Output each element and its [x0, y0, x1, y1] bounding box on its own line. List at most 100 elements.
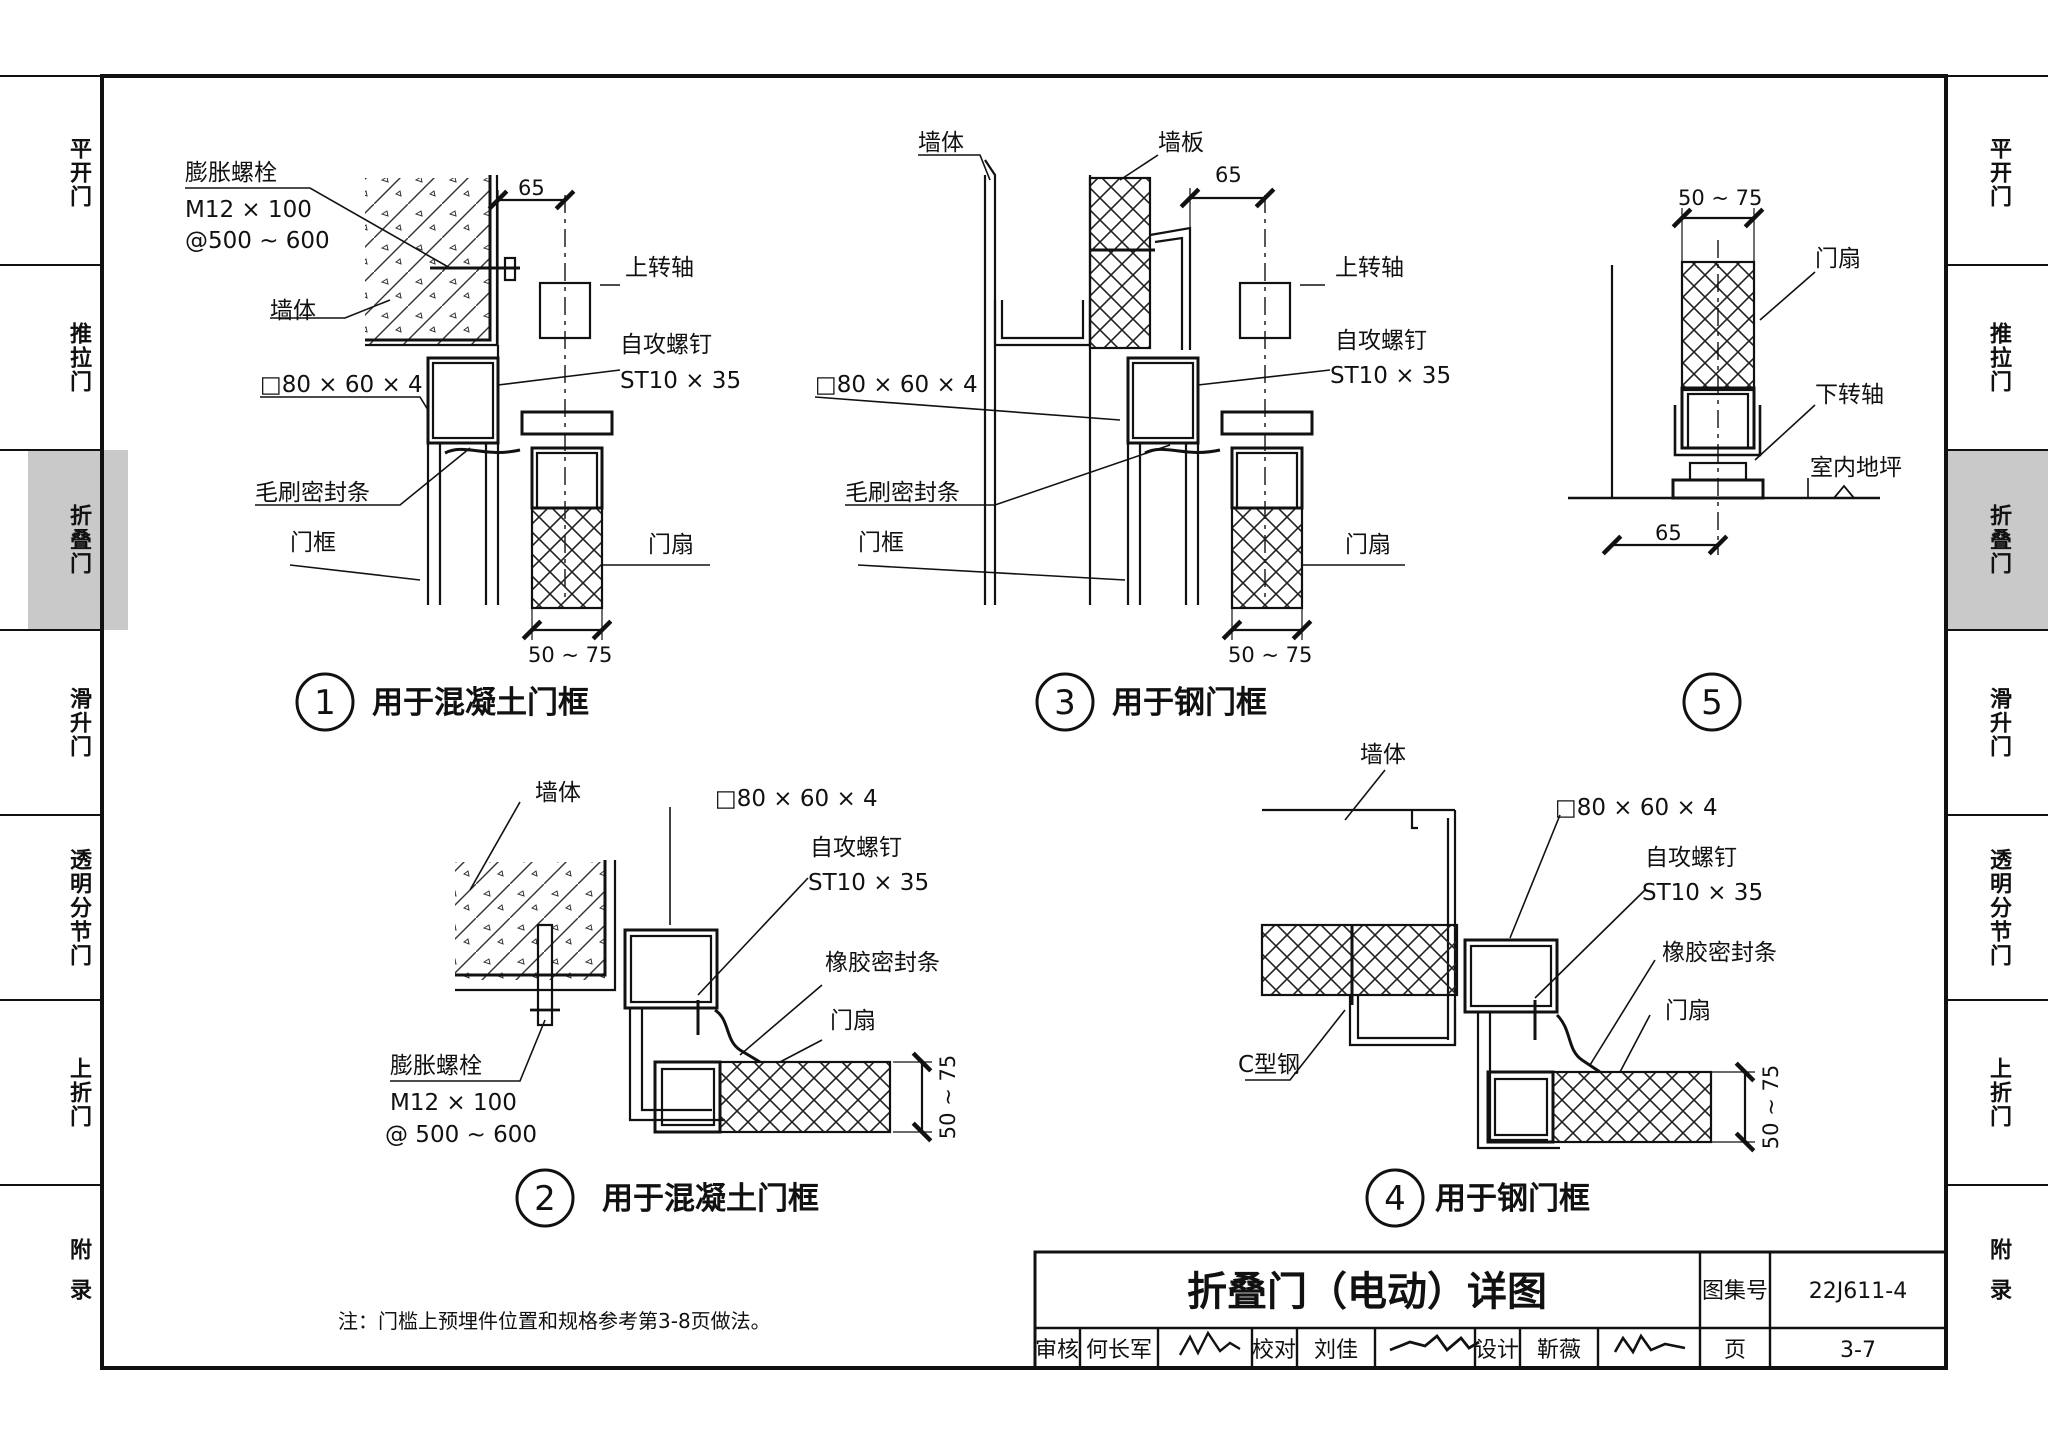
checker-signature [1389, 1333, 1480, 1353]
title-block-text: 折叠门（电动）详图 图集号 22J611-4 审核 何长军 校对 刘佳 设计 靳… [1035, 1269, 1907, 1363]
d4-caption: 用于钢门框 [1435, 1181, 1590, 1217]
d4-number-circle [1365, 1168, 1425, 1228]
d4-rubber-label: 橡胶密封条 [1662, 940, 1777, 966]
sheet-frame [0, 74, 2048, 1370]
d2-leaf-label: 门扇 [830, 1008, 876, 1034]
d3-leaf-label: 门扇 [1345, 532, 1391, 558]
checker-name: 刘佳 [1314, 1338, 1358, 1363]
designer-name: 靳薇 [1537, 1338, 1581, 1363]
side-tab-left-4[interactable]: 滑升门 [66, 686, 91, 759]
d5-leaf-label: 门扇 [1815, 246, 1861, 272]
detail-4 [1245, 769, 1756, 1153]
d2-screw-spec: ST10 × 35 [808, 870, 929, 896]
detail-3 [814, 154, 1405, 641]
side-tab-left-1[interactable]: 平开门 [66, 136, 91, 209]
d2-caption: 用于混凝土门框 [602, 1181, 819, 1217]
d5-dim-offset: 65 [1655, 521, 1682, 545]
check-label: 校对 [1252, 1338, 1296, 1363]
side-tab-right-4[interactable]: 滑升门 [1986, 686, 2011, 759]
d3-dim-offset: 65 [1215, 163, 1242, 187]
d4-c-steel-label: C型钢 [1238, 1052, 1300, 1078]
detail-3-labels: 墙体 墙板 □80 × 60 × 4 毛刷密封条 门框 上转轴 自攻螺钉 ST1… [815, 130, 1451, 732]
d3-wall-label: 墙体 [918, 130, 964, 156]
d1-wall-label: 墙体 [270, 298, 316, 324]
designer-signature [1613, 1333, 1686, 1355]
d1-screw-spec: ST10 × 35 [620, 368, 741, 394]
detail-4-labels: 墙体 □80 × 60 × 4 自攻螺钉 ST10 × 35 橡胶密封条 门扇 … [1238, 742, 1783, 1228]
page-label: 页 [1724, 1338, 1746, 1363]
d2-screw-label: 自攻螺钉 [810, 835, 902, 861]
atlas-label: 图集号 [1702, 1279, 1768, 1304]
detail-2 [390, 801, 933, 1143]
d1-number: 1 [314, 683, 336, 723]
drawing-note: 注：门槛上预埋件位置和规格参考第3-8页做法。 [338, 1309, 771, 1333]
page-number: 3-7 [1840, 1338, 1876, 1363]
d4-leaf-label: 门扇 [1665, 998, 1711, 1024]
side-tab-left-6[interactable]: 上折门 [66, 1056, 91, 1129]
side-tab-right-2[interactable]: 推拉门 [1986, 321, 2011, 394]
detail-1 [185, 175, 710, 641]
d3-tube-label: □80 × 60 × 4 [815, 372, 978, 398]
side-tab-right-5[interactable]: 透明分节门 [1986, 847, 2011, 968]
reviewer-signature [1178, 1330, 1241, 1356]
d2-number: 2 [534, 1179, 556, 1219]
d1-dim-thickness: 50 ~ 75 [528, 643, 612, 667]
side-tab-left-3-active[interactable]: 折叠门 [28, 450, 128, 630]
detail-2-labels: 墙体 □80 × 60 × 4 自攻螺钉 ST10 × 35 橡胶密封条 门扇 … [385, 780, 960, 1228]
d4-screw-label: 自攻螺钉 [1645, 845, 1737, 871]
d4-wall-label: 墙体 [1360, 742, 1406, 768]
d5-number-circle [1682, 672, 1742, 732]
d1-dim-offset: 65 [518, 176, 545, 200]
d4-dim-thickness: 50 ~ 75 [1759, 1065, 1783, 1149]
d1-bolt-spacing: @500 ~ 600 [185, 228, 330, 254]
reviewer-name: 何长军 [1086, 1338, 1152, 1363]
d1-leaf-label: 门扇 [648, 532, 694, 558]
detail-1-labels: 膨胀螺栓 M12 × 100 @500 ~ 600 墙体 □80 × 60 × … [185, 160, 741, 732]
side-tab-left-2[interactable]: 推拉门 [66, 321, 91, 394]
side-tab-right-7[interactable]: 附录 [1986, 1237, 2011, 1318]
d1-upper-axis-label: 上转轴 [625, 255, 694, 281]
atlas-number: 22J611-4 [1809, 1279, 1907, 1304]
d2-wall-label: 墙体 [535, 780, 581, 806]
d5-floor-label: 室内地坪 [1810, 455, 1902, 481]
d1-number-circle [295, 672, 355, 732]
d1-brush-label: 毛刷密封条 [255, 480, 370, 506]
d3-upper-axis-label: 上转轴 [1335, 255, 1404, 281]
d3-brush-label: 毛刷密封条 [845, 480, 960, 506]
d2-dim-thickness: 50 ~ 75 [936, 1055, 960, 1139]
d3-frame-label: 门框 [858, 530, 904, 556]
d1-tube-label: □80 × 60 × 4 [260, 372, 423, 398]
sheet-title: 折叠门（电动）详图 [1187, 1269, 1547, 1315]
d3-dim-thickness: 50 ~ 75 [1228, 643, 1312, 667]
d2-tube-label: □80 × 60 × 4 [715, 786, 878, 812]
d5-dim-thickness: 50 ~ 75 [1678, 186, 1762, 210]
d2-bolt-spacing: @ 500 ~ 600 [385, 1122, 537, 1148]
side-tab-left-5[interactable]: 透明分节门 [66, 847, 91, 968]
side-tab-right-1[interactable]: 平开门 [1986, 136, 2011, 209]
title-block [1033, 1250, 1948, 1370]
side-tab-left-7[interactable]: 附录 [66, 1237, 91, 1318]
review-label: 审核 [1035, 1338, 1079, 1363]
d1-screw-label: 自攻螺钉 [620, 332, 712, 358]
design-label: 设计 [1475, 1338, 1519, 1363]
d2-rubber-label: 橡胶密封条 [825, 950, 940, 976]
d2-bolt-label: 膨胀螺栓 [390, 1053, 482, 1079]
detail-5-labels: 50 ~ 75 门扇 下转轴 室内地坪 65 5 [1655, 186, 1902, 732]
d2-bolt-spec: M12 × 100 [390, 1090, 517, 1116]
d3-screw-spec: ST10 × 35 [1330, 363, 1451, 389]
d3-screw-label: 自攻螺钉 [1335, 328, 1427, 354]
d3-panel-label: 墙板 [1158, 130, 1204, 156]
d2-number-circle [515, 1168, 575, 1228]
side-tab-right-6[interactable]: 上折门 [1986, 1056, 2011, 1129]
d4-tube-label: □80 × 60 × 4 [1555, 795, 1718, 821]
d1-bolt-label: 膨胀螺栓 [185, 160, 277, 186]
d5-number: 5 [1701, 683, 1723, 723]
d3-caption: 用于钢门框 [1112, 685, 1267, 721]
d5-lower-axis-label: 下转轴 [1815, 382, 1884, 408]
detail-5 [1568, 207, 1880, 556]
d4-number: 4 [1384, 1179, 1406, 1219]
d4-screw-spec: ST10 × 35 [1642, 880, 1763, 906]
d3-number: 3 [1054, 683, 1076, 723]
side-tab-right-3-active[interactable]: 折叠门 [1948, 450, 2048, 630]
